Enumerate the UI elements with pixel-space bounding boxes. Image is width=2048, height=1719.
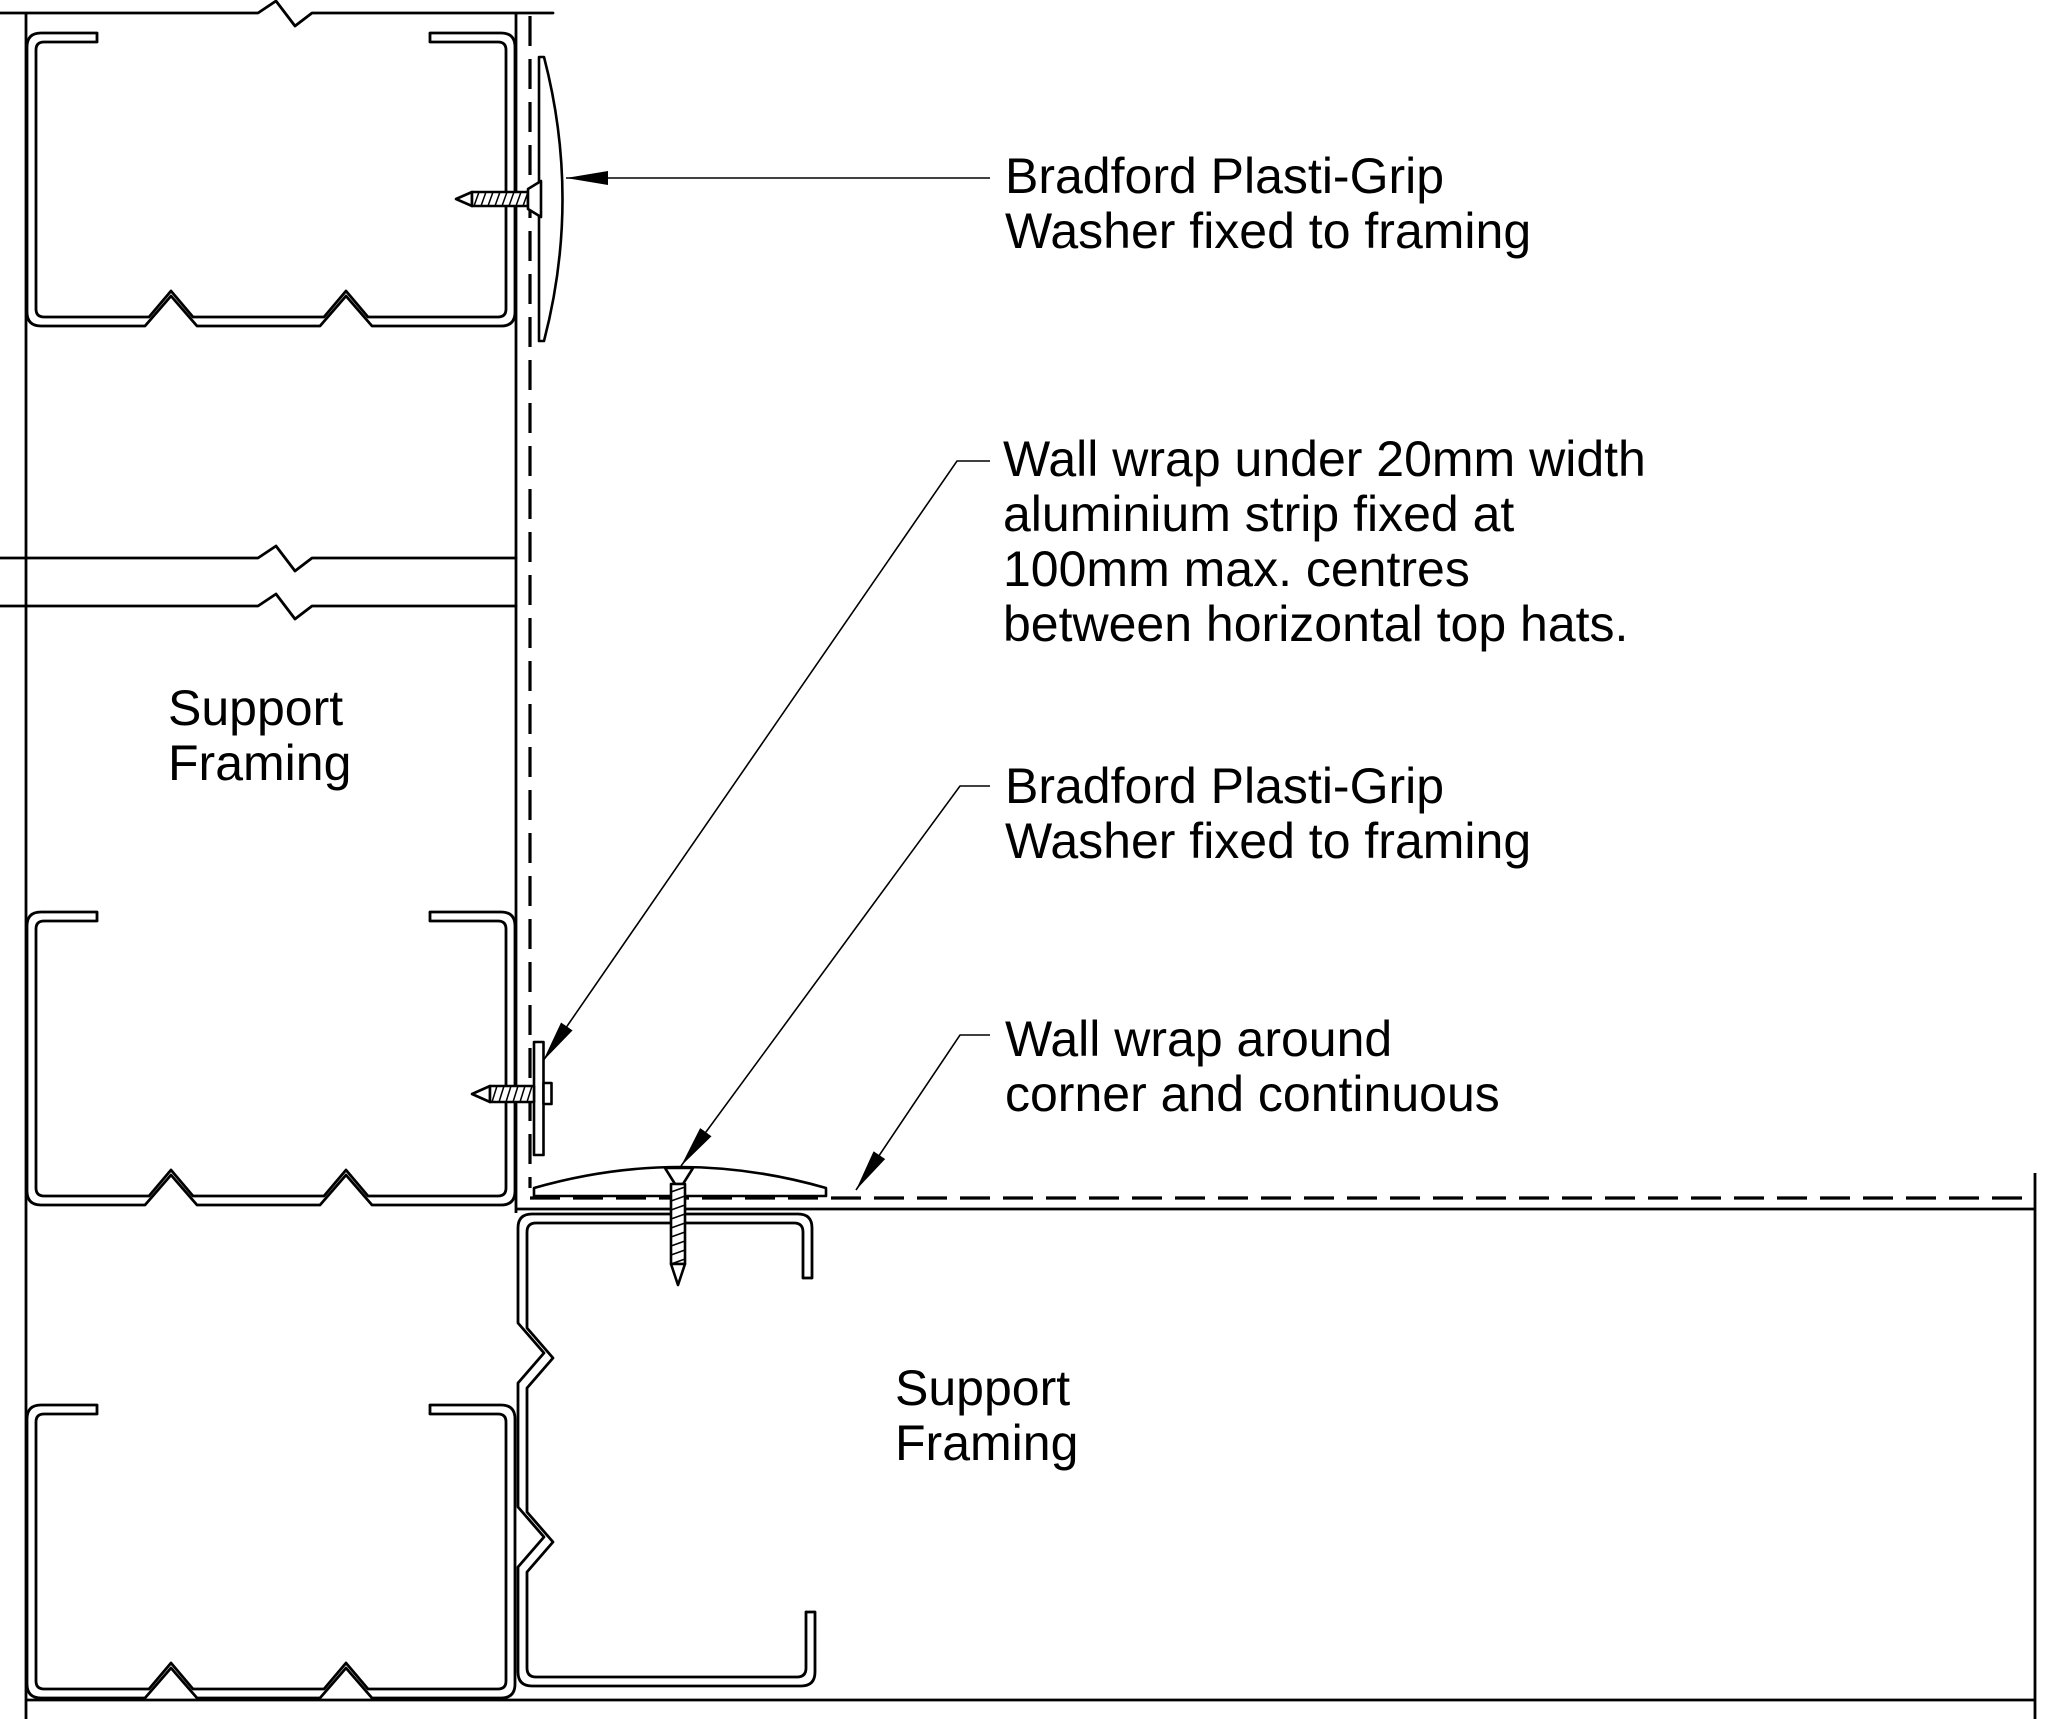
corner-stud-section — [516, 1212, 817, 1688]
screw-tip-top — [454, 190, 474, 208]
break-line-lower — [0, 592, 518, 621]
screw-tip-middle — [470, 1084, 492, 1104]
leader-lines — [542, 171, 990, 1191]
screw-head-middle — [542, 1081, 553, 1106]
plasti-grip-washer-corner — [532, 1165, 828, 1287]
label-washer-corner: Bradford Plasti-Grip Washer fixed to fra… — [1005, 758, 1532, 869]
break-line-upper — [0, 544, 518, 573]
leader-wall-wrap-corner — [855, 1034, 990, 1191]
washer-top-shape — [537, 55, 564, 343]
screw-tip-corner — [669, 1262, 687, 1287]
screw-head-top — [526, 179, 543, 219]
label-washer-top: Bradford Plasti-Grip Washer fixed to fra… — [1005, 148, 1532, 259]
plasti-grip-washer-top — [454, 55, 564, 343]
label-wall-wrap-corner: Wall wrap around corner and continuous — [1005, 1011, 1500, 1122]
top-hat-section-upper — [25, 31, 517, 328]
label-support-framing-right: Support Framing — [895, 1360, 1079, 1471]
top-hat-section-middle — [25, 910, 517, 1207]
top-break-line — [0, 0, 555, 28]
label-wall-wrap-strip: Wall wrap under 20mm width aluminium str… — [1003, 431, 1646, 652]
aluminium-strip — [532, 1040, 545, 1157]
leader-washer-corner — [680, 785, 990, 1167]
label-support-framing-left: Support Framing — [168, 680, 352, 791]
top-hat-section-lower — [25, 1403, 517, 1700]
leader-wall-wrap-strip — [542, 460, 990, 1062]
aluminium-strip-fixing — [470, 1040, 553, 1157]
